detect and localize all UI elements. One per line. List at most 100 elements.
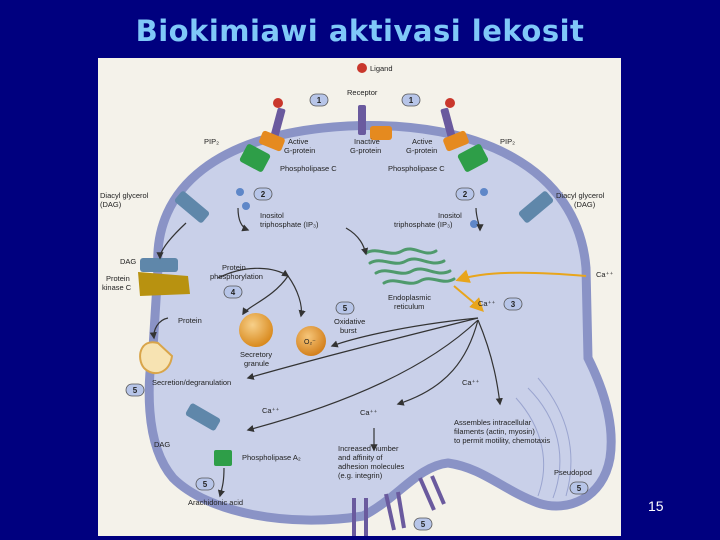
label-protein-phosphorylation-2: phosphorylation (210, 272, 263, 281)
arrow (237, 207, 250, 232)
step-badge: 5 (569, 481, 589, 495)
label-protein-phosphorylation-1: Protein (222, 263, 246, 272)
label-er-1: Endoplasmic (388, 293, 431, 302)
label-active-gprotein-right-2: G-protein (406, 146, 437, 155)
label-assembles-1: Assembles intracellular (454, 418, 532, 427)
phospholipase-a2-icon (214, 450, 232, 466)
label-dag-pla2: DAG (154, 440, 170, 449)
label-ca-low-mid: Ca⁺⁺ (360, 408, 378, 417)
label-phospholipase-c-left: Phospholipase C (280, 164, 337, 173)
step-badge: 1 (309, 93, 329, 107)
step-badge: 2 (455, 187, 475, 201)
cell-membrane (144, 121, 616, 525)
step-badge: 5 (413, 517, 433, 531)
label-adhesion-4: (e.g. integrin) (338, 471, 383, 480)
label-active-gprotein-right-1: Active (412, 137, 432, 146)
label-ip3-right-2: triphosphate (IP₃) (394, 220, 453, 229)
label-ca-mid: Ca⁺⁺ (462, 378, 480, 387)
arrow (287, 275, 306, 318)
slide-title: Biokimiawi aktivasi lekosit (135, 14, 585, 48)
label-adhesion-3: adhesion molecules (338, 462, 405, 471)
arrow (475, 207, 484, 232)
label-ligand: Ligand (370, 64, 393, 73)
label-dag-pkc: DAG (120, 257, 136, 266)
secretion-vesicle (139, 341, 174, 375)
label-dag-left-1: Diacyl glycerol (100, 191, 149, 200)
label-dag-left-2: (DAG) (100, 200, 122, 209)
label-pip2-left: PIP₂ (204, 137, 219, 146)
dag-channel-right-icon (518, 191, 554, 223)
step-badge: 5 (125, 383, 145, 397)
label-ip3-right-1: Inositol (438, 211, 462, 220)
step-badge: 3 (503, 297, 523, 311)
calcium-influx-arrow (455, 269, 587, 283)
integrin-icon (352, 475, 446, 536)
label-ca-extracellular: Ca⁺⁺ (596, 270, 614, 279)
ligand-icon (273, 98, 283, 108)
label-dag-right-1: Diacyl glycerol (556, 191, 605, 200)
arrow (242, 275, 289, 316)
label-assembles-2: filaments (actin, myosin) (454, 427, 535, 436)
step-badge: 5 (335, 301, 355, 315)
protein-kinase-c-icon (138, 272, 190, 296)
label-ca-er: Ca⁺⁺ (478, 299, 496, 308)
svg-text:5: 5 (577, 484, 582, 493)
arrow (345, 227, 369, 256)
oxidative-burst-icon (296, 326, 326, 356)
label-assembles-3: to permit motility, chemotaxis (454, 436, 550, 445)
phospholipase-c-icon (239, 144, 271, 172)
actin-filaments (515, 377, 572, 499)
page-number: 15 (648, 498, 664, 514)
label-active-gprotein-left-1: Active (288, 137, 308, 146)
label-secretory-1: Secretory (240, 350, 272, 359)
arrow (149, 317, 169, 340)
label-secretion: Secretion/degranulation (152, 378, 231, 387)
dag-channel-left-icon (174, 191, 210, 223)
label-receptor: Receptor (347, 88, 378, 97)
arrow (246, 319, 479, 432)
svg-text:5: 5 (421, 520, 426, 529)
dag-pkc-channel-icon (140, 258, 178, 272)
svg-text:2: 2 (261, 190, 266, 199)
ligand-icon (445, 98, 455, 108)
svg-text:5: 5 (133, 386, 138, 395)
svg-text:1: 1 (317, 96, 322, 105)
ip3-right-icon (480, 188, 488, 196)
phospholipase-c-icon (457, 144, 489, 172)
label-ip3-left-1: Inositol (260, 211, 284, 220)
label-phospholipase-c-right: Phospholipase C (388, 164, 445, 173)
label-pip2-right: PIP₂ (500, 137, 515, 146)
svg-text:3: 3 (511, 300, 516, 309)
secretory-granule-icon (239, 313, 273, 347)
receptor-icon (358, 105, 366, 135)
label-protein: Protein (178, 316, 202, 325)
inactive-gprotein-icon (370, 126, 392, 140)
dag-pla2-channel-icon (185, 403, 221, 431)
arrow (217, 467, 225, 498)
svg-text:4: 4 (231, 288, 236, 297)
svg-text:5: 5 (343, 304, 348, 313)
label-er-2: reticulum (394, 302, 424, 311)
receptor-icon (440, 107, 456, 139)
step-badge: 5 (195, 477, 215, 491)
svg-text:2: 2 (463, 190, 468, 199)
calcium-release-arrow (453, 285, 484, 312)
label-protein-kinase-c-1: Protein (106, 274, 130, 283)
ligand-icon (357, 63, 367, 73)
label-ip3-left-2: triphosphate (IP₃) (260, 220, 319, 229)
label-arachidonic-acid: Arachidonic acid (188, 498, 243, 507)
arrow (156, 222, 187, 260)
arrow (477, 319, 503, 406)
label-secretory-2: granule (244, 359, 269, 368)
arrow (217, 267, 290, 279)
step-badge: 4 (223, 285, 243, 299)
label-ca-low-left: Ca⁺⁺ (262, 406, 280, 415)
receptor-icon (270, 107, 286, 139)
ip3-left-icon (236, 188, 244, 196)
svg-text:5: 5 (203, 480, 208, 489)
label-pseudopod: Pseudopod (554, 468, 592, 477)
arrow (396, 319, 479, 406)
label-active-gprotein-left-2: G-protein (284, 146, 315, 155)
svg-text:1: 1 (409, 96, 414, 105)
endoplasmic-reticulum-icon (364, 247, 456, 285)
